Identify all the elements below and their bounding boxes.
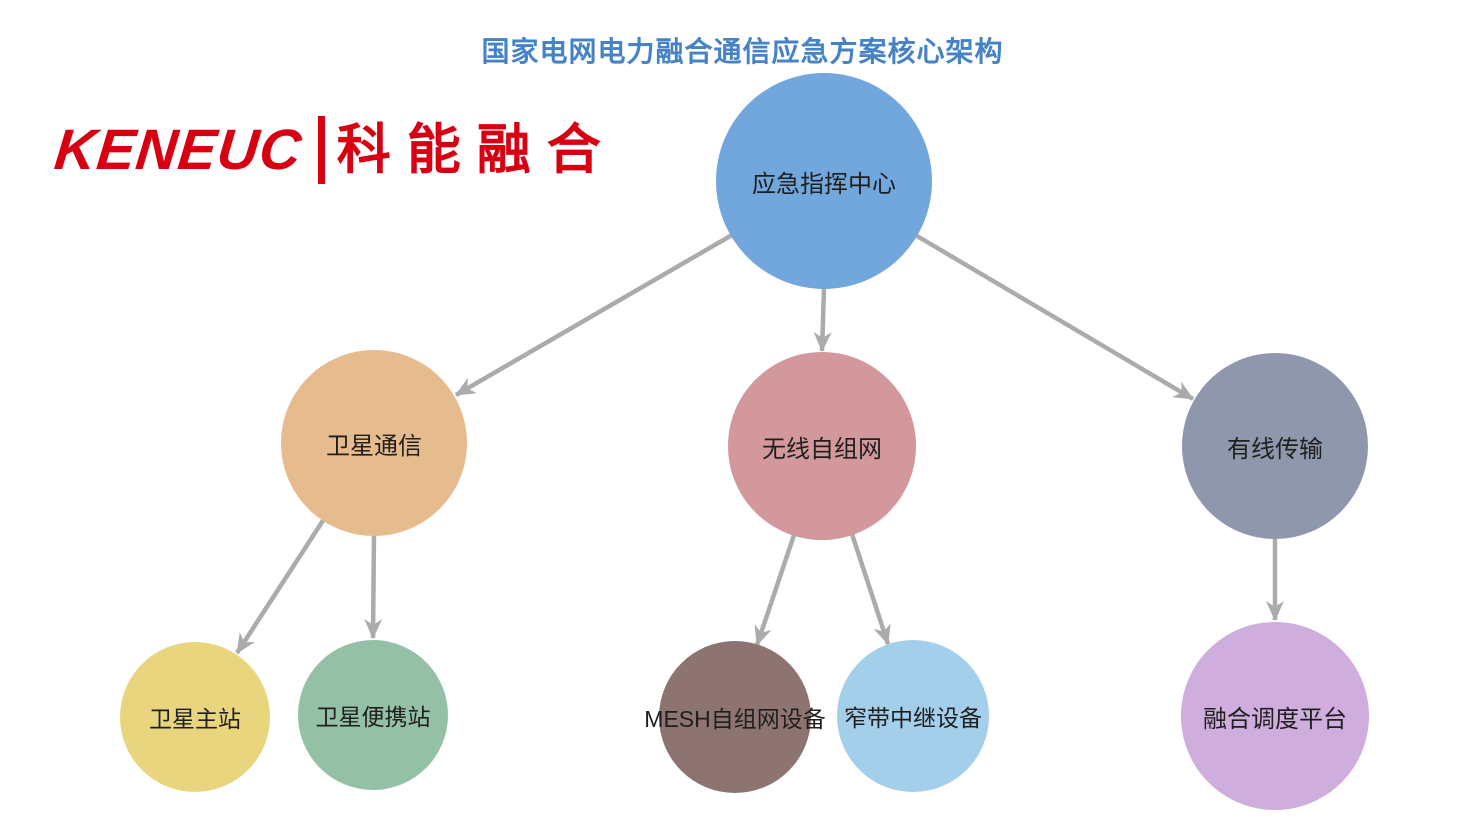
edge-satellite-satport: [364, 533, 383, 639]
edge-wireless-narrow: [849, 533, 891, 645]
node-label: 融合调度平台: [1203, 705, 1347, 733]
node-label: 有线传输: [1227, 435, 1323, 463]
node-satellite-communication: 卫星通信: [281, 350, 467, 536]
logo-divider: [317, 116, 325, 184]
edge-wireless-mesh: [754, 534, 797, 646]
page-title: 国家电网电力融合通信应急方案核心架构: [481, 36, 1004, 67]
node-label: 卫星主站: [149, 706, 241, 732]
node-label: MESH自组网设备: [644, 706, 826, 732]
node-wired-transmission: 有线传输: [1182, 353, 1368, 539]
edge-satellite-satmain: [235, 517, 326, 655]
edge-root-wireless: [813, 288, 832, 352]
node-satellite-portable-station: 卫星便携站: [298, 640, 448, 790]
node-emergency-command-center: 应急指挥中心: [716, 73, 932, 289]
brand-logo: KENEUC 科能融合: [52, 116, 617, 184]
logo-chinese-name: 科能融合: [336, 120, 617, 180]
edge-root-satellite: [454, 233, 734, 397]
edge-root-wired: [915, 234, 1195, 401]
node-label: 应急指挥中心: [752, 170, 896, 198]
node-mesh-adhoc-device: MESH自组网设备: [644, 641, 826, 793]
node-label: 无线自组网: [762, 435, 882, 463]
node-converged-dispatch-platform: 融合调度平台: [1181, 622, 1369, 810]
node-label: 卫星通信: [326, 432, 422, 460]
node-satellite-main-station: 卫星主站: [120, 642, 270, 792]
node-label: 卫星便携站: [315, 704, 431, 730]
node-label: 窄带中继设备: [844, 705, 982, 731]
node-wireless-adhoc-network: 无线自组网: [728, 352, 916, 540]
node-narrowband-relay-device: 窄带中继设备: [837, 640, 989, 792]
